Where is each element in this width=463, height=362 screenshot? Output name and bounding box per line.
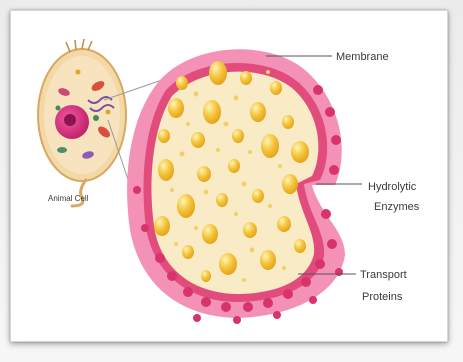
transport-label-line1: Transport xyxy=(360,269,407,281)
animal-cell xyxy=(38,39,126,206)
transport-label-line2: Proteins xyxy=(362,291,403,303)
hydrolytic-label-line1: Hydrolytic xyxy=(368,181,417,193)
membrane-label: Membrane xyxy=(336,51,389,63)
hydrolytic-label-line2: Enzymes xyxy=(374,201,420,213)
animal-cell-label: Animal Cell xyxy=(48,194,89,203)
lysosome xyxy=(127,49,345,324)
